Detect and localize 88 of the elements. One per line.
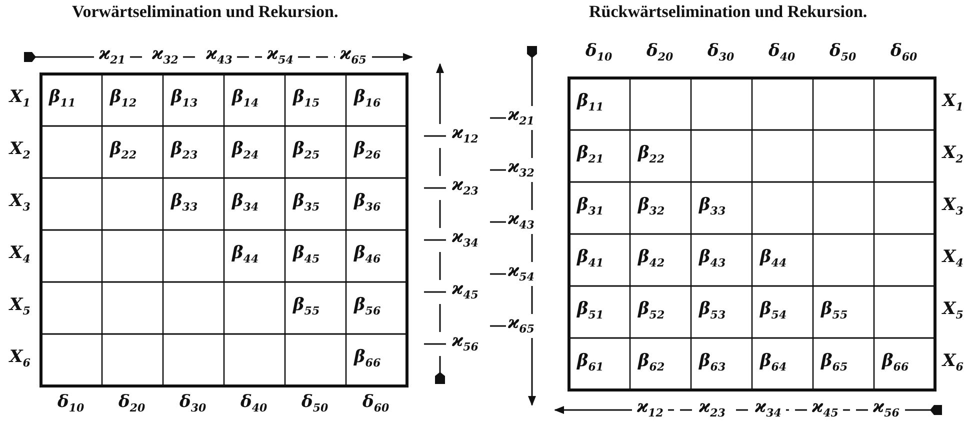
matrix-entry: β$_{22}$ xyxy=(110,139,137,164)
matrix-entry: β$_{55}$ xyxy=(821,299,848,324)
kappa-label: ϰ$_{56}$ xyxy=(452,331,478,356)
kappa-label: ϰ$_{34}$ xyxy=(755,397,782,422)
matrix-entry: β$_{63}$ xyxy=(699,351,726,376)
panel-heading: Rückwärtselimination und Rekursion. xyxy=(589,2,868,22)
kappa-label: ϰ$_{21}$ xyxy=(99,44,126,68)
row-variable-label: X$_{4}$ xyxy=(10,243,30,268)
column-delta-label: δ$_{10}$ xyxy=(58,392,84,416)
matrix-entry: β$_{41}$ xyxy=(577,247,604,272)
row-variable-label: X$_{5}$ xyxy=(942,299,964,324)
matrix-entry: β$_{33}$ xyxy=(699,195,726,220)
panel-heading: Vorwärtselimination und Rekursion. xyxy=(72,2,338,22)
matrix-entry: β$_{43}$ xyxy=(699,247,726,272)
matrix-entry: β$_{25}$ xyxy=(293,139,320,164)
column-delta-label: δ$_{40}$ xyxy=(240,392,268,416)
kappa-label: ϰ$_{23}$ xyxy=(452,175,478,200)
matrix-entry: β$_{24}$ xyxy=(232,139,259,164)
row-variable-label: X$_{3}$ xyxy=(942,195,964,220)
matrix-entry: β$_{11}$ xyxy=(49,87,76,112)
matrix-entry: β$_{44}$ xyxy=(760,247,787,272)
matrix-entry: β$_{21}$ xyxy=(577,143,604,168)
kappa-label: ϰ$_{43}$ xyxy=(508,209,534,234)
matrix-entry: β$_{12}$ xyxy=(110,87,137,112)
kappa-label: ϰ$_{43}$ xyxy=(206,44,232,68)
matrix-entry: β$_{11}$ xyxy=(577,91,604,116)
matrix-entry: β$_{16}$ xyxy=(354,87,381,112)
matrix-entry: β$_{65}$ xyxy=(821,351,848,376)
matrix-entry: β$_{23}$ xyxy=(171,139,198,164)
row-variable-label: X$_{2}$ xyxy=(942,143,964,168)
matrix-entry: β$_{56}$ xyxy=(354,295,381,320)
column-delta-label: δ$_{50}$ xyxy=(302,392,328,416)
matrix-entry: β$_{52}$ xyxy=(638,299,665,324)
matrix-entry: β$_{66}$ xyxy=(882,351,909,376)
matrix-entry: β$_{66}$ xyxy=(354,347,381,372)
matrix-entry: β$_{22}$ xyxy=(638,143,665,168)
matrix-entry: β$_{35}$ xyxy=(293,191,320,216)
column-delta-label: δ$_{20}$ xyxy=(646,41,674,66)
matrix-entry: β$_{32}$ xyxy=(638,195,665,220)
column-delta-label: δ$_{30}$ xyxy=(180,392,206,416)
column-delta-label: δ$_{40}$ xyxy=(768,41,796,66)
matrix-entry: β$_{31}$ xyxy=(577,195,604,220)
matrix-entry: β$_{13}$ xyxy=(171,87,198,112)
kappa-label: ϰ$_{65}$ xyxy=(340,44,366,68)
kappa-label: ϰ$_{54}$ xyxy=(267,44,294,68)
matrix-entry: β$_{34}$ xyxy=(232,191,259,216)
kappa-label: ϰ$_{34}$ xyxy=(452,227,478,252)
matrix-entry: β$_{42}$ xyxy=(638,247,665,272)
matrix-entry: β$_{14}$ xyxy=(232,87,259,112)
column-delta-label: δ$_{20}$ xyxy=(118,392,146,416)
matrix-entry: β$_{36}$ xyxy=(354,191,381,216)
column-delta-label: δ$_{30}$ xyxy=(708,41,734,66)
matrix-entry: β$_{44}$ xyxy=(232,243,259,268)
row-variable-label: X$_{6}$ xyxy=(10,347,30,372)
column-delta-label: δ$_{50}$ xyxy=(830,41,856,66)
row-variable-label: X$_{1}$ xyxy=(942,91,964,116)
matrix-entry: β$_{46}$ xyxy=(354,243,381,268)
matrix-entry: β$_{53}$ xyxy=(699,299,726,324)
column-delta-label: δ$_{60}$ xyxy=(362,392,390,416)
kappa-label: ϰ$_{21}$ xyxy=(508,105,534,130)
row-variable-label: X$_{5}$ xyxy=(10,295,30,320)
column-delta-label: δ$_{60}$ xyxy=(890,41,918,66)
row-variable-label: X$_{4}$ xyxy=(942,247,964,272)
matrix-entry: β$_{62}$ xyxy=(638,351,665,376)
matrix-entry: β$_{61}$ xyxy=(577,351,604,376)
matrix-entry: β$_{54}$ xyxy=(760,299,787,324)
matrix-entry: β$_{15}$ xyxy=(293,87,320,112)
row-variable-label: X$_{1}$ xyxy=(10,87,30,112)
matrix-entry: β$_{33}$ xyxy=(171,191,198,216)
row-variable-label: X$_{3}$ xyxy=(10,191,30,216)
kappa-label: ϰ$_{56}$ xyxy=(873,397,900,422)
kappa-label: ϰ$_{45}$ xyxy=(812,397,838,422)
kappa-label: ϰ$_{65}$ xyxy=(508,313,534,338)
row-variable-label: X$_{2}$ xyxy=(10,139,30,164)
kappa-label: ϰ$_{12}$ xyxy=(452,123,478,148)
matrix-entry: β$_{51}$ xyxy=(577,299,604,324)
kappa-label: ϰ$_{32}$ xyxy=(152,44,178,68)
kappa-label: ϰ$_{23}$ xyxy=(699,397,726,422)
matrix-entry: β$_{26}$ xyxy=(354,139,381,164)
kappa-label: ϰ$_{54}$ xyxy=(508,261,534,286)
matrix-entry: β$_{45}$ xyxy=(293,243,320,268)
matrix-entry: β$_{64}$ xyxy=(760,351,787,376)
kappa-label: ϰ$_{32}$ xyxy=(508,157,534,182)
matrix-entry: β$_{55}$ xyxy=(293,295,320,320)
kappa-label: ϰ$_{45}$ xyxy=(452,279,478,304)
row-variable-label: X$_{6}$ xyxy=(942,351,964,376)
kappa-label: ϰ$_{12}$ xyxy=(637,397,664,422)
column-delta-label: δ$_{10}$ xyxy=(586,41,612,66)
